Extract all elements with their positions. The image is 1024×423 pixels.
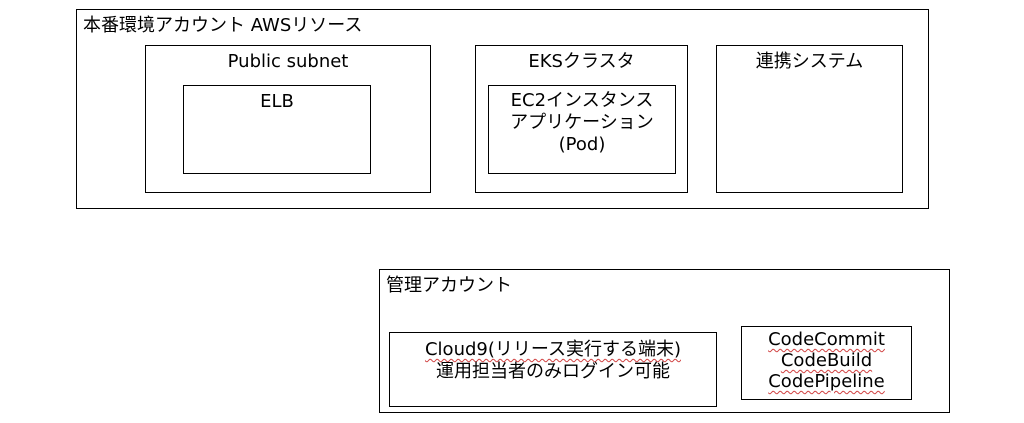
codepipeline-label: CodePipeline — [768, 371, 885, 392]
code-tools-line-1: CodeCommit — [742, 329, 911, 350]
ec2-instance-line-1: EC2インスタンス — [510, 90, 654, 111]
management-account-title: 管理アカウント — [386, 275, 512, 296]
eks-cluster-title: EKSクラスタ — [528, 51, 635, 72]
code-tools-line-2: CodeBuild — [742, 350, 911, 371]
integration-system-title: 連携システム — [755, 51, 864, 72]
code-tools-line-3: CodePipeline — [742, 371, 911, 392]
production-account-title: 本番環境アカウント AWSリソース — [83, 15, 363, 36]
cloud9-line-1: Cloud9(リリース実行する端末) — [390, 339, 716, 361]
integration-system-box: 連携システム — [716, 45, 903, 193]
cloud9-line-2: 運用担当者のみログイン可能 — [436, 361, 670, 382]
cloud9-label: Cloud9(リリース実行する端末) 運用担当者のみログイン可能 — [390, 339, 716, 383]
codecommit-label: CodeCommit — [768, 329, 885, 350]
cloud9-box: Cloud9(リリース実行する端末) 運用担当者のみログイン可能 — [389, 332, 717, 407]
code-tools-label: CodeCommit CodeBuild CodePipeline — [742, 329, 911, 392]
ec2-instance-line-2: アプリケーション — [510, 112, 654, 133]
cloud9-line-1-text: Cloud9(リリース実行する端末) — [424, 339, 681, 360]
elb-label: ELB — [260, 91, 294, 112]
ec2-instance-box: EC2インスタンス アプリケーション (Pod) — [488, 85, 676, 174]
elb-box: ELB — [183, 85, 371, 174]
ec2-instance-line-3: (Pod) — [558, 134, 606, 155]
codebuild-label: CodeBuild — [780, 350, 873, 371]
ec2-instance-label: EC2インスタンス アプリケーション (Pod) — [489, 90, 675, 156]
code-tools-box: CodeCommit CodeBuild CodePipeline — [741, 326, 912, 400]
public-subnet-title: Public subnet — [227, 51, 349, 72]
